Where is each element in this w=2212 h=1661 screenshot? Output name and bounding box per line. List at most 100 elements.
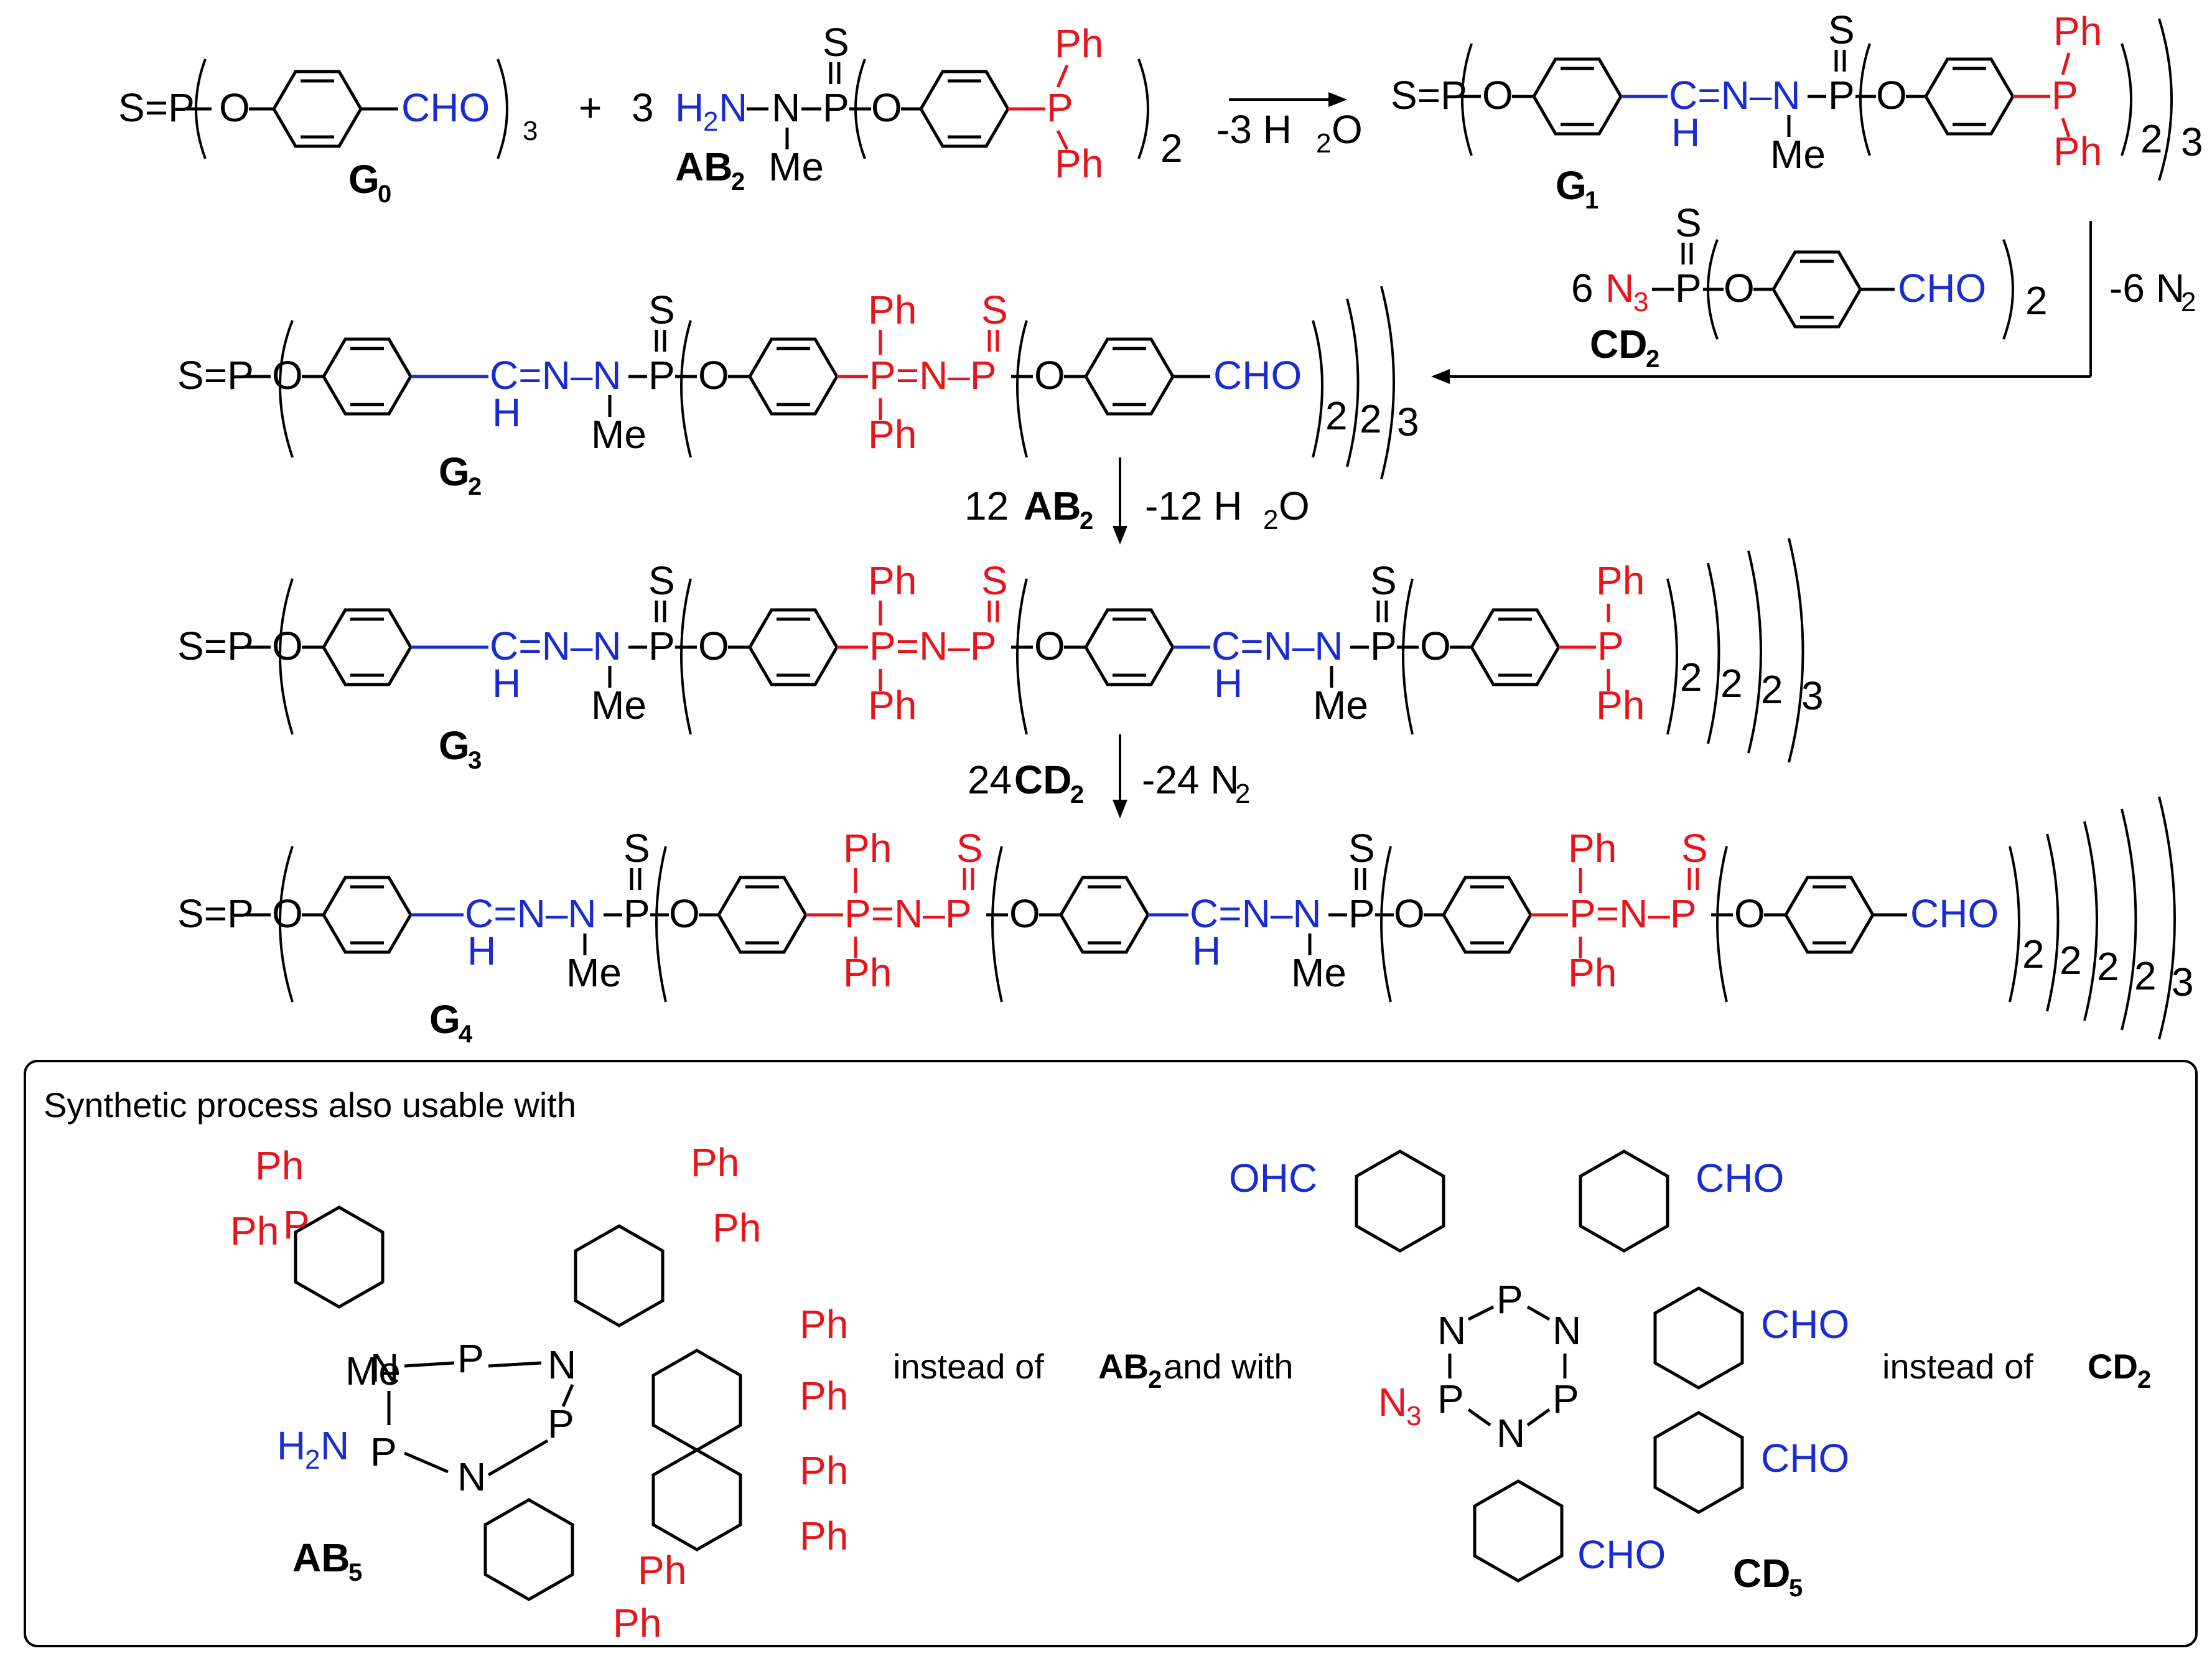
atom-label: P (1552, 1377, 1579, 1421)
reaction-arrow-4: 24 CD 2 -24 N 2 (968, 734, 1250, 818)
and-with-text: and with (1164, 1347, 1294, 1386)
atom-label: O (1009, 891, 1040, 936)
hydrazone-label: C=N–N (465, 891, 597, 936)
atom-label: N (772, 85, 800, 130)
reaction-arrow-3: 12 AB 2 -12 H 2 O (964, 457, 1310, 545)
multiplier: 2 (2097, 944, 2119, 989)
g1-structure: S=P O C=N–N H Me P S O P Ph Ph 2 3 G (1391, 7, 2203, 214)
box-heading: Synthetic process also usable with (44, 1085, 576, 1125)
atom-label: S=P (1391, 73, 1467, 118)
multiplier: 3 (2181, 119, 2203, 164)
phosphazene-label: P=N–P (869, 353, 997, 398)
svg-text:2: 2 (468, 473, 482, 500)
phenyl-label: Ph (868, 412, 917, 457)
atom-label: P (823, 85, 849, 130)
atom-label: S=P (177, 624, 254, 668)
atom-label: O (698, 624, 729, 668)
atom-label: P (457, 1336, 484, 1381)
atom-label: O (1734, 891, 1765, 936)
atom-label: O (698, 353, 729, 398)
g2-structure: S=P O C=N–N H Me P S O P=N–P Ph Ph S (177, 286, 1419, 500)
atom-label: O (1482, 73, 1513, 118)
compound-label-cd2: CD (1590, 322, 1647, 367)
multiplier: 2 (2060, 938, 2082, 983)
ab5-structure: P N P N P N Me H 2 N AB 5 Ph Ph P Ph Ph … (230, 1140, 848, 1645)
svg-text:3: 3 (1406, 1401, 1421, 1431)
svg-text:5: 5 (348, 1559, 362, 1586)
phenyl-label: Ph (868, 683, 917, 728)
g3-structure: S=P O C=N–N H Me P S O P=N–P Ph Ph S (177, 538, 1824, 774)
methyl-label: Me (1313, 683, 1368, 728)
svg-text:2: 2 (1080, 507, 1093, 535)
compound-label-g3: G (439, 723, 470, 768)
reaction-arrow-2: -6 N 2 (1431, 221, 2196, 384)
atom-label: H (467, 929, 496, 973)
phenyl-label: Ph (712, 1205, 761, 1250)
aldehyde-label: CHO (1696, 1156, 1784, 1200)
instead-of-ab2-text: instead of (893, 1347, 1044, 1386)
phosphazene-label: P=N–P (1569, 891, 1697, 936)
svg-text:0: 0 (378, 180, 391, 208)
hydrazone-label: C=N–N (490, 353, 622, 398)
atom-label: S (981, 558, 1008, 603)
atom-label: P (1348, 891, 1375, 936)
atom-label: S (648, 288, 675, 332)
svg-text:2: 2 (305, 1444, 320, 1475)
multiplier: 3 (1397, 400, 1419, 444)
methyl-label: Me (591, 412, 646, 457)
phosphine-label: P (1047, 85, 1073, 130)
atom-label: O (1876, 73, 1907, 118)
atom-label: P (1675, 266, 1702, 311)
instead-of-cd2-text: instead of (1882, 1347, 2033, 1386)
phosphine-label: P (1597, 624, 1624, 668)
atom-label: H (1192, 929, 1221, 973)
methyl-label: Me (768, 144, 824, 189)
svg-text:2: 2 (1235, 779, 1250, 809)
phenyl-label: Ph (2053, 9, 2102, 54)
atom-label: S (981, 288, 1008, 332)
multiplier: 3 (523, 116, 538, 146)
cd2-structure: 6 N 3 P S O CHO 2 CD 2 (1571, 200, 2048, 373)
atom-label: H (1214, 661, 1243, 706)
atom-label: O (1420, 624, 1451, 668)
multiplier: 2 (1720, 661, 1743, 706)
cd5-structure: P N P N P N N 3 OHC CHO CHO CHO CHO CD 5 (1229, 1149, 1849, 1602)
atom-label: O (272, 891, 303, 936)
atom-label: O (272, 624, 303, 668)
svg-text:2: 2 (1316, 128, 1331, 159)
azide-label: N (1378, 1380, 1407, 1425)
ring-atom: N (1496, 1411, 1525, 1456)
phosphine-label: P (2051, 73, 2078, 118)
phosphazene-label: P=N–P (869, 624, 997, 668)
phenyl-label: Ph (638, 1548, 686, 1593)
atom-label: O (1394, 891, 1425, 936)
ring-atom: N (548, 1342, 576, 1387)
multiplier: 2 (2134, 953, 2157, 998)
aldehyde-label: OHC (1229, 1156, 1317, 1200)
multiplier: 3 (1801, 673, 1824, 718)
phenyl-label: Ph (868, 288, 917, 332)
compound-label-g1: G (1556, 163, 1587, 208)
compound-label-g0: G (348, 157, 380, 202)
atom-label: S (1675, 200, 1702, 245)
aldehyde-label: CHO (1577, 1532, 1666, 1577)
svg-text:O: O (1279, 484, 1310, 528)
atom-label: P (548, 1401, 574, 1446)
svg-text:4: 4 (459, 1021, 473, 1048)
atom-label: S (648, 558, 675, 603)
phenyl-label: Ph (800, 1514, 848, 1558)
aldehyde-label: CHO (1898, 266, 1986, 311)
g4-structure: S=P O C=N–N H Me P S O P=N–P Ph Ph S (177, 796, 2194, 1048)
atom-label: S (1681, 826, 1708, 871)
atom-label: N (719, 85, 747, 130)
compound-label-ab2: AB (675, 144, 732, 189)
coefficient: 3 (632, 85, 654, 130)
g0-structure: S=P O CHO 3 G 0 (118, 58, 538, 208)
phenyl-label: Ph (800, 1373, 848, 1418)
hydrazone-label: C=N–N (1190, 891, 1322, 936)
atom-label: H (492, 390, 521, 435)
multiplier: 2 (2025, 278, 2048, 323)
condition-text: -6 N (2109, 266, 2185, 311)
alternative-reagents-box (24, 1060, 2198, 1647)
atom-label: P (648, 353, 675, 398)
